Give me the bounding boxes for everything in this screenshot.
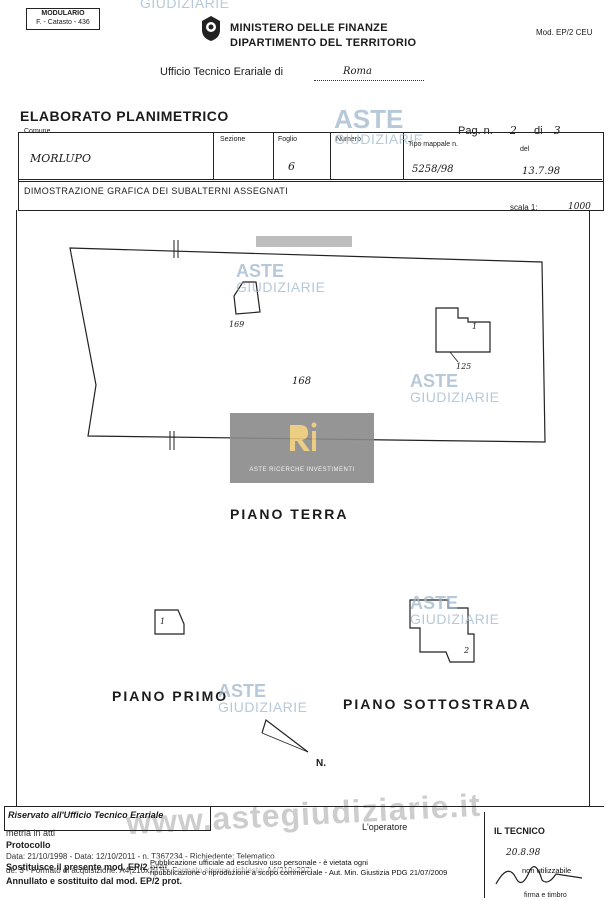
watermark-plan-c: ASTE GIUDIZIARIE: [410, 594, 500, 626]
watermark-plan-d: ASTE GIUDIZIARIE: [218, 682, 308, 714]
office-label: Ufficio Tecnico Erariale di: [160, 66, 284, 78]
unit-piano-primo: [154, 609, 185, 635]
label-168: 168: [292, 376, 312, 387]
watermark-plan-a: ASTE GIUDIZIARIE: [236, 262, 326, 294]
tipo-value: 5258/98: [412, 164, 454, 175]
watermark-plan-b: ASTE GIUDIZIARIE: [410, 372, 500, 404]
comune-label: Comune: [24, 128, 51, 135]
logo-caption: ASTE RICERCHE INVESTIMENTI: [249, 467, 355, 473]
reserved-box: [4, 806, 211, 831]
watermark-header-aste: ASTE: [334, 104, 404, 134]
tecnico-divider: [484, 812, 485, 898]
office-underline: [314, 80, 424, 81]
redacted-label: [256, 236, 352, 247]
page-of-label: di: [533, 125, 543, 137]
modulario-sub: F. - Catasto - 436: [36, 19, 90, 26]
tecnico-signature-icon: [495, 866, 583, 885]
page-label: Pag. n.: [458, 125, 493, 137]
overlay-line-b: Data: 21/10/1998 - Data: 12/10/2011 - n.…: [6, 852, 275, 861]
building-125-leader: [449, 351, 459, 363]
watermark-plan-b-giudiziarie: GIUDIZIARIE: [410, 389, 500, 405]
label-169: 169: [229, 320, 245, 329]
protocollo-label: Protocollo: [6, 840, 51, 850]
legal-notice-3: non utilizzabile: [522, 866, 572, 875]
label-sub-1-primo: 1: [160, 617, 166, 626]
fields-bottom-line: [18, 179, 602, 180]
building-169: [233, 281, 261, 315]
firma-label: firma e timbro: [524, 892, 567, 899]
divider-foglio: [273, 132, 274, 180]
watermark-plan-c-giudiziarie: GIUDIZIARIE: [410, 611, 500, 627]
ministry-emblem-icon: [198, 14, 224, 42]
watermark-top-text: GIUDIZIARIE: [140, 0, 230, 11]
fields-table: [18, 132, 604, 182]
department-name: DIPARTIMENTO DEL TERRITORIO: [230, 37, 417, 49]
footer-line-1: Sostituisce il presente mod. EP/2 prot.: [6, 862, 171, 872]
label-piano-sottostrada: PIANO SOTTOSTRADA: [343, 696, 532, 712]
label-sub-1-terra: 1: [472, 322, 478, 331]
overlay-line-a: metria in atti: [6, 828, 56, 838]
scale-value: 1000: [568, 202, 591, 212]
legal-notice-2: ripubblicazione o riproduzione a scopo c…: [150, 868, 448, 877]
north-arrow-base: [261, 732, 309, 753]
document-title: ELABORATO PLANIMETRICO: [20, 108, 229, 124]
tecnico-label: IL TECNICO: [494, 826, 545, 836]
north-arrow-icon: [261, 719, 309, 753]
del-label: del: [520, 146, 530, 153]
foglio-label: Foglio: [278, 136, 298, 143]
divider-sezione: [213, 132, 214, 180]
section-title: DIMOSTRAZIONE GRAFICA DEI SUBALTERNI ASS…: [24, 186, 289, 196]
page-number: 2: [509, 124, 517, 137]
page-indicator: Pag. n. 2 di 3: [458, 124, 561, 137]
watermark-header: ASTE GIUDIZIARIE: [334, 106, 424, 146]
watermark-top: GIUDIZIARIE: [140, 0, 230, 10]
watermark-plan-c-aste: ASTE: [410, 593, 459, 613]
watermark-plan-a-giudiziarie: GIUDIZIARIE: [236, 279, 326, 295]
comune-value: MORLUPO: [30, 152, 91, 165]
section-header-box: [18, 180, 604, 211]
building-125: [435, 307, 491, 353]
divider-numero: [330, 132, 331, 180]
watermark-header-giudiziarie: GIUDIZIARIE: [334, 131, 424, 147]
sezione-label: Sezione: [220, 136, 246, 143]
scale-label: scala 1:: [510, 203, 538, 212]
tipo-label: Tipo mappale n.: [408, 141, 458, 148]
modulario-box: MODULARIO F. - Catasto - 436: [26, 8, 100, 30]
watermark-plan-b-aste: ASTE: [410, 371, 459, 391]
divider-tipo: [403, 132, 404, 180]
modulario-label: MODULARIO: [41, 10, 85, 17]
label-125: 125: [456, 362, 472, 371]
numero-label: Numero: [336, 136, 361, 143]
model-code: Mod. EP/2 CEU: [536, 28, 593, 37]
watermark-plan-a-aste: ASTE: [236, 261, 285, 281]
center-logo-box: ASTE RICERCHE INVESTIMENTI: [230, 413, 374, 483]
footer-line-2: Annullato e sostituito dal mod. EP/2 pro…: [6, 876, 183, 886]
watermark-plan-d-aste: ASTE: [218, 681, 267, 701]
foglio-value: 6: [288, 160, 295, 173]
label-piano-primo: PIANO PRIMO: [112, 688, 229, 704]
ministry-name: MINISTERO DELLE FINANZE: [230, 22, 388, 34]
label-north: N.: [316, 758, 326, 769]
label-piano-terra: PIANO TERRA: [230, 506, 349, 522]
reserved-label: Riservato all'Ufficio Tecnico Erariale: [8, 810, 164, 820]
del-value: 13.7.98: [522, 166, 561, 177]
watermark-plan-d-giudiziarie: GIUDIZIARIE: [218, 699, 308, 715]
label-sub-2-sottostrada: 2: [464, 646, 470, 655]
page-total: 3: [553, 124, 561, 137]
office-value: Roma: [343, 66, 372, 77]
operator-label: L'operatore: [362, 822, 408, 832]
unit-piano-sottostrada: [409, 599, 475, 663]
legal-notice-1: Pubblicazione ufficiale ad esclusivo uso…: [150, 858, 368, 867]
tecnico-date: 20.8.98: [506, 848, 541, 858]
footer-top-line: [4, 806, 604, 807]
logo-mark-icon: [290, 422, 317, 451]
